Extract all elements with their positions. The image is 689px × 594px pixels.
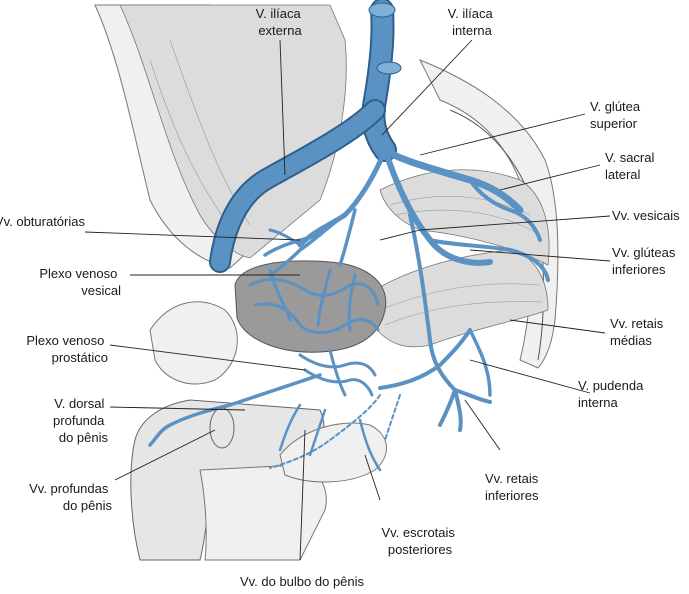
label-glutea-superior: V. glútea superior [590, 99, 644, 131]
piriformis-muscle [379, 169, 550, 266]
label-gluteas-inferiores: Vv. glúteas inferiores [612, 245, 679, 277]
label-plexo-vesical: Plexo venoso vesical [39, 266, 121, 298]
leader-lines [84, 39, 611, 561]
label-iliaca-externa: V. ilíaca externa [256, 6, 305, 38]
anatomy-background [94, 4, 559, 561]
label-retais-medias: Vv. retais médias [610, 316, 667, 348]
label-dorsal-profunda: V. dorsal profunda do pênis [53, 396, 108, 445]
venous-system [148, 0, 550, 472]
label-sacral-lateral: V. sacral lateral [605, 150, 658, 182]
labels: V. ilíaca externa V. ilíaca interna V. g… [0, 6, 680, 589]
penis-cross-section [209, 407, 235, 449]
label-vesicais: Vv. vesicais [612, 208, 680, 223]
label-plexo-prostatico: Plexo venoso prostático [26, 333, 108, 365]
label-iliaca-interna: V. ilíaca interna [448, 6, 497, 38]
label-profundas-penis: Vv. profundas do pênis [29, 481, 112, 513]
label-retais-inferiores: Vv. retais inferiores [485, 471, 542, 503]
pubic-bone [149, 301, 238, 385]
label-obturatorias: Vv. obturatórias [0, 214, 85, 229]
levator-ani-muscle [359, 249, 549, 348]
label-escrotais-posteriores: Vv. escrotais posteriores [381, 525, 458, 557]
label-bulbo-penis: Vv. do bulbo do pênis [240, 574, 365, 589]
sacrum [418, 59, 559, 369]
label-pudenda-interna: V. pudenda interna [578, 378, 647, 410]
